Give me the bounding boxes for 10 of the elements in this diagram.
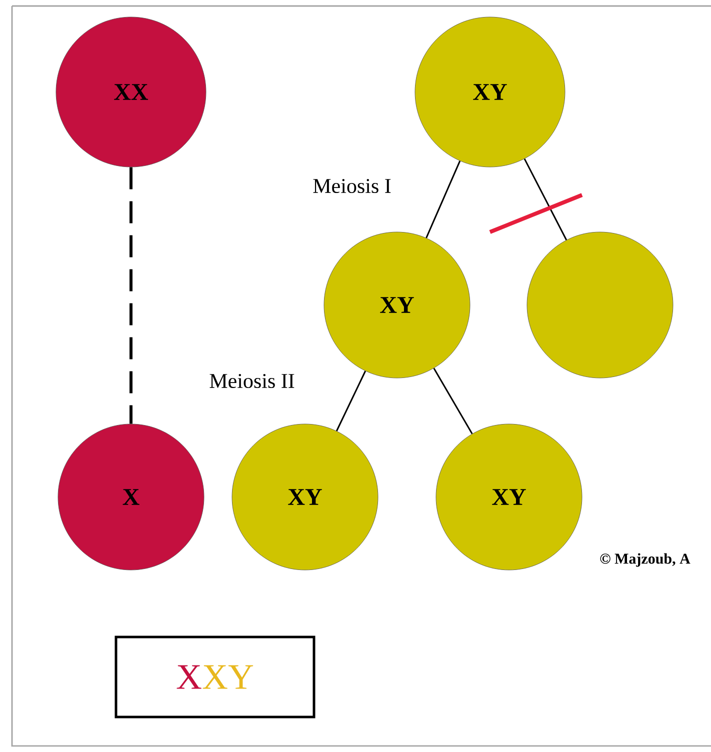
cell-circle bbox=[526, 232, 674, 378]
connector-line bbox=[433, 368, 473, 434]
karyotype-box: XXY bbox=[114, 636, 316, 718]
stage-label: Meiosis II bbox=[210, 374, 294, 388]
connector-line bbox=[426, 160, 461, 238]
connector-line bbox=[130, 167, 132, 424]
connector-line bbox=[336, 370, 366, 432]
stage-label: Meiosis I bbox=[313, 178, 391, 194]
credit-text: © Majzoub, A bbox=[600, 553, 690, 567]
connector-line bbox=[524, 158, 568, 240]
